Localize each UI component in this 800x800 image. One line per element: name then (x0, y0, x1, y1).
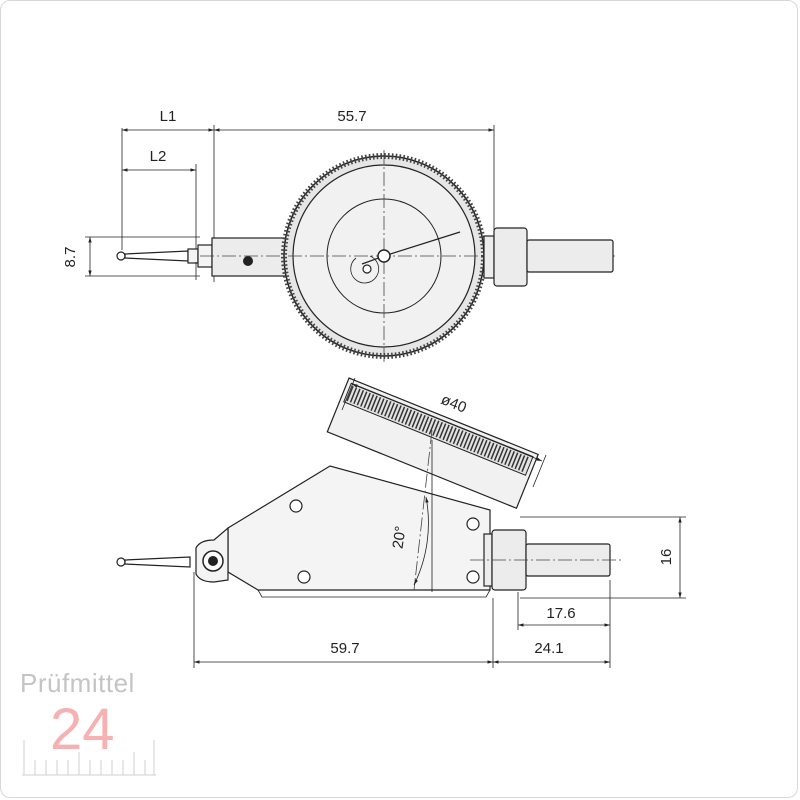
angle-arc (413, 496, 429, 586)
side-view: ø40 20° 16 17.6 59.7 24.1 (116, 377, 686, 668)
dial-needle (383, 231, 461, 257)
dia-extension-right (532, 454, 547, 488)
length-17-6-label: 17.6 (546, 605, 575, 622)
dia-dimension-line (351, 383, 543, 462)
screw-icon-4 (466, 570, 480, 584)
logo-ruler-icon (22, 740, 156, 776)
stem-base (483, 235, 495, 279)
stem-shaft (526, 239, 614, 273)
side-body-plate (227, 465, 491, 591)
pruefmittel24-logo: Prüfmittel 24 (20, 668, 160, 783)
logo-text-line2: 24 (50, 697, 115, 762)
l1-label: L1 (160, 108, 177, 125)
revolution-counter-arc (350, 255, 380, 284)
height-16-label: 16 (658, 549, 675, 566)
diameter-label: ø40 (439, 391, 469, 416)
l2-label: L2 (150, 148, 167, 165)
side-stylus-ball (116, 557, 126, 567)
length-24-1-label: 24.1 (534, 640, 563, 657)
angle-label: 20° (390, 525, 410, 550)
side-stylus-shaft (124, 556, 191, 568)
pivot-dot (243, 256, 253, 266)
stylus-shaft (124, 250, 189, 262)
top-view: L1 55.7 L2 8.7 (62, 108, 615, 364)
stylus-ball (116, 251, 126, 261)
needle-hub (377, 249, 391, 263)
length-59-7-label: 59.7 (330, 640, 359, 657)
stylus-collar (187, 248, 199, 264)
revolution-counter-hub (362, 264, 372, 274)
width-55-7-label: 55.7 (337, 108, 366, 125)
screw-icon-1 (289, 499, 303, 513)
stem-nut (493, 227, 528, 287)
logo-text-line1: Prüfmittel (20, 668, 135, 698)
side-body-base (257, 589, 491, 598)
side-pivot-inner (208, 556, 218, 566)
height-8-7-label: 8.7 (62, 247, 79, 268)
screw-icon-3 (466, 517, 480, 531)
screw-icon-2 (297, 570, 311, 584)
dia-extension-left (341, 377, 356, 411)
